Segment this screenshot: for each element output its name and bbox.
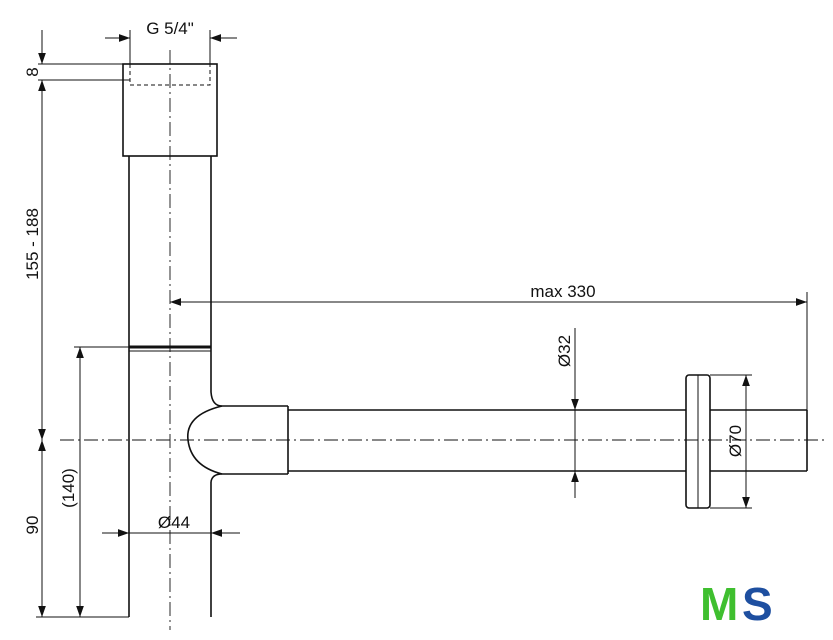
ms-logo: M S <box>700 578 773 630</box>
flange-diameter-label: Ø70 <box>726 425 745 457</box>
dim-body-diameter: Ø44 <box>102 513 240 537</box>
dim-pipe-diameter: Ø32 <box>555 328 579 498</box>
max-length-label: max 330 <box>530 282 595 301</box>
elbow-curve <box>210 391 288 407</box>
dim-outlet-height: (140) <box>59 346 129 617</box>
body-diameter-label: Ø44 <box>158 513 190 532</box>
outlet-height-label: (140) <box>59 468 78 508</box>
thread-hidden-line <box>129 64 211 86</box>
dim-thread: G 5/4" <box>105 19 237 64</box>
thread-label: G 5/4" <box>146 19 194 38</box>
lower-height-label: 90 <box>23 516 42 535</box>
top-offset-label: 8 <box>23 67 42 76</box>
height-range-label: 155 - 188 <box>23 208 42 280</box>
dim-max-length: max 330 <box>170 282 808 410</box>
dim-flange-diameter: Ø70 <box>710 374 752 509</box>
dim-left-chain: 8 155 - 188 90 <box>23 30 130 618</box>
siphon-body <box>122 63 808 617</box>
logo-letter-s: S <box>742 578 773 630</box>
pipe-diameter-label: Ø32 <box>555 335 574 367</box>
logo-letter-m: M <box>700 578 738 630</box>
